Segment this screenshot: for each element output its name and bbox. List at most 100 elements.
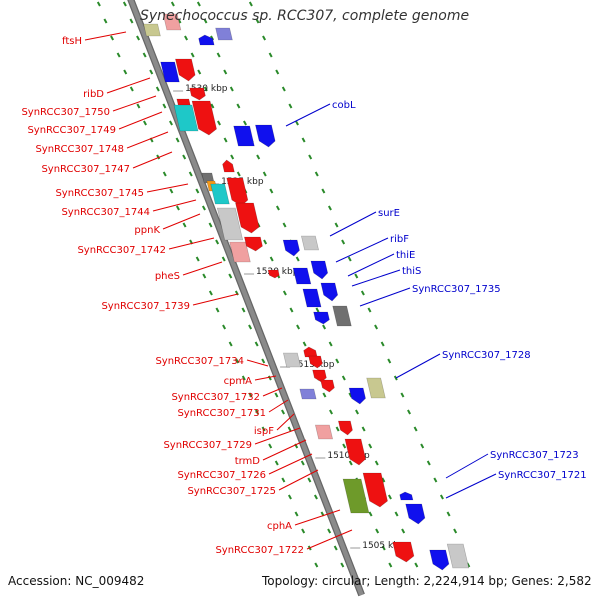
left-label-connector <box>146 183 189 193</box>
tick-dot <box>307 477 312 483</box>
gene-feature <box>362 472 388 508</box>
tick-dot <box>268 52 273 58</box>
gene-feature <box>314 424 334 440</box>
tick-dot <box>361 426 366 432</box>
tick-dot <box>420 443 425 449</box>
gene-feature <box>255 124 276 148</box>
tick-dot <box>302 341 307 347</box>
tick-dot <box>368 511 373 517</box>
tick-dot <box>289 307 294 313</box>
tick-dot <box>228 273 233 279</box>
gene-feature <box>303 346 318 358</box>
left-gene-label: SynRCC307_1739 <box>101 301 190 312</box>
tick-dot <box>190 52 195 58</box>
left-gene-label: ppnK <box>134 225 160 236</box>
tick-dot <box>401 528 406 534</box>
tick-dot <box>342 443 347 449</box>
gene-feature <box>198 34 215 46</box>
tick-dot <box>248 392 253 398</box>
tick-dot <box>96 1 101 7</box>
tick-dot <box>215 239 220 245</box>
right-gene-label: thiS <box>402 266 421 277</box>
gene-feature <box>313 311 330 325</box>
left-gene-label: ftsH <box>62 36 82 47</box>
tick-dot <box>195 188 200 194</box>
tick-dot <box>281 477 286 483</box>
left-gene-label: ribD <box>83 89 104 100</box>
tick-dot <box>177 18 182 24</box>
tick-dot <box>381 545 386 551</box>
right-gene-label: thiE <box>396 250 415 261</box>
gene-feature <box>429 549 450 571</box>
gene-feature <box>215 27 233 41</box>
tick-dot <box>162 103 167 109</box>
left-label-connector <box>106 77 151 94</box>
tick-dot <box>203 86 208 92</box>
tick-dot <box>235 358 240 364</box>
tick-dot <box>413 426 418 432</box>
tick-dot <box>348 460 353 466</box>
tick-dot <box>274 392 279 398</box>
right-gene-label: surE <box>378 208 400 219</box>
tick-dot <box>216 52 221 58</box>
tick-dot <box>175 205 180 211</box>
tick-dot <box>426 460 431 466</box>
tick-dot <box>182 154 187 160</box>
right-gene-label: cobL <box>332 100 356 111</box>
tick-dot <box>296 324 301 330</box>
left-gene-label: pheS <box>155 271 180 282</box>
tick-dot <box>223 69 228 75</box>
left-gene-label: SynRCC307_1734 <box>155 356 244 367</box>
tick-dot <box>188 171 193 177</box>
label-layer: ftsHribDSynRCC307_1750SynRCC307_1749SynR… <box>21 36 586 556</box>
left-label-connector <box>84 31 127 41</box>
tick-dot <box>208 222 213 228</box>
gene-feature <box>191 100 217 136</box>
tick-dot <box>169 188 174 194</box>
tick-dot <box>328 341 333 347</box>
gene-feature <box>175 58 196 82</box>
gene-feature <box>446 543 470 569</box>
left-label-connector <box>162 213 201 230</box>
tick-dot <box>263 239 268 245</box>
tick-dot <box>254 341 259 347</box>
gene-feature <box>173 104 199 132</box>
left-label-connector <box>192 293 239 306</box>
left-gene-label: trmD <box>235 456 261 467</box>
gene-feature <box>392 541 415 563</box>
tick-dot <box>223 137 228 143</box>
right-label-connector <box>445 473 497 499</box>
tick-dot <box>256 154 261 160</box>
tick-dot <box>269 256 274 262</box>
tick-dot <box>341 375 346 381</box>
right-gene-label: SynRCC307_1728 <box>442 350 531 361</box>
right-label-connector <box>359 287 411 307</box>
tick-dot <box>230 154 235 160</box>
left-label-connector <box>294 509 341 526</box>
left-label-connector <box>168 237 215 250</box>
gene-feature <box>162 13 182 31</box>
left-label-connector <box>254 375 277 381</box>
tick-dot <box>301 528 306 534</box>
tick-dot <box>202 273 207 279</box>
gene-feature <box>282 352 302 368</box>
gene-feature <box>310 260 329 280</box>
right-label-connector <box>395 353 441 379</box>
tick-dot <box>334 222 339 228</box>
right-gene-label: SynRCC307_1723 <box>490 450 579 461</box>
gene-feature <box>399 491 414 501</box>
gene-feature <box>143 23 161 37</box>
tick-dot <box>355 409 359 415</box>
gene-layer <box>143 13 470 571</box>
gene-feature <box>312 369 327 383</box>
tick-dot <box>184 35 189 41</box>
tick-dot <box>110 35 115 41</box>
tick-dot <box>169 120 173 126</box>
tick-dot <box>262 35 267 41</box>
tick-dot <box>196 1 201 7</box>
tick-dot <box>255 18 260 24</box>
left-label-connector <box>276 413 295 431</box>
left-label-connector <box>126 131 169 149</box>
tick-dot <box>321 188 326 194</box>
tick-dot <box>439 494 444 500</box>
